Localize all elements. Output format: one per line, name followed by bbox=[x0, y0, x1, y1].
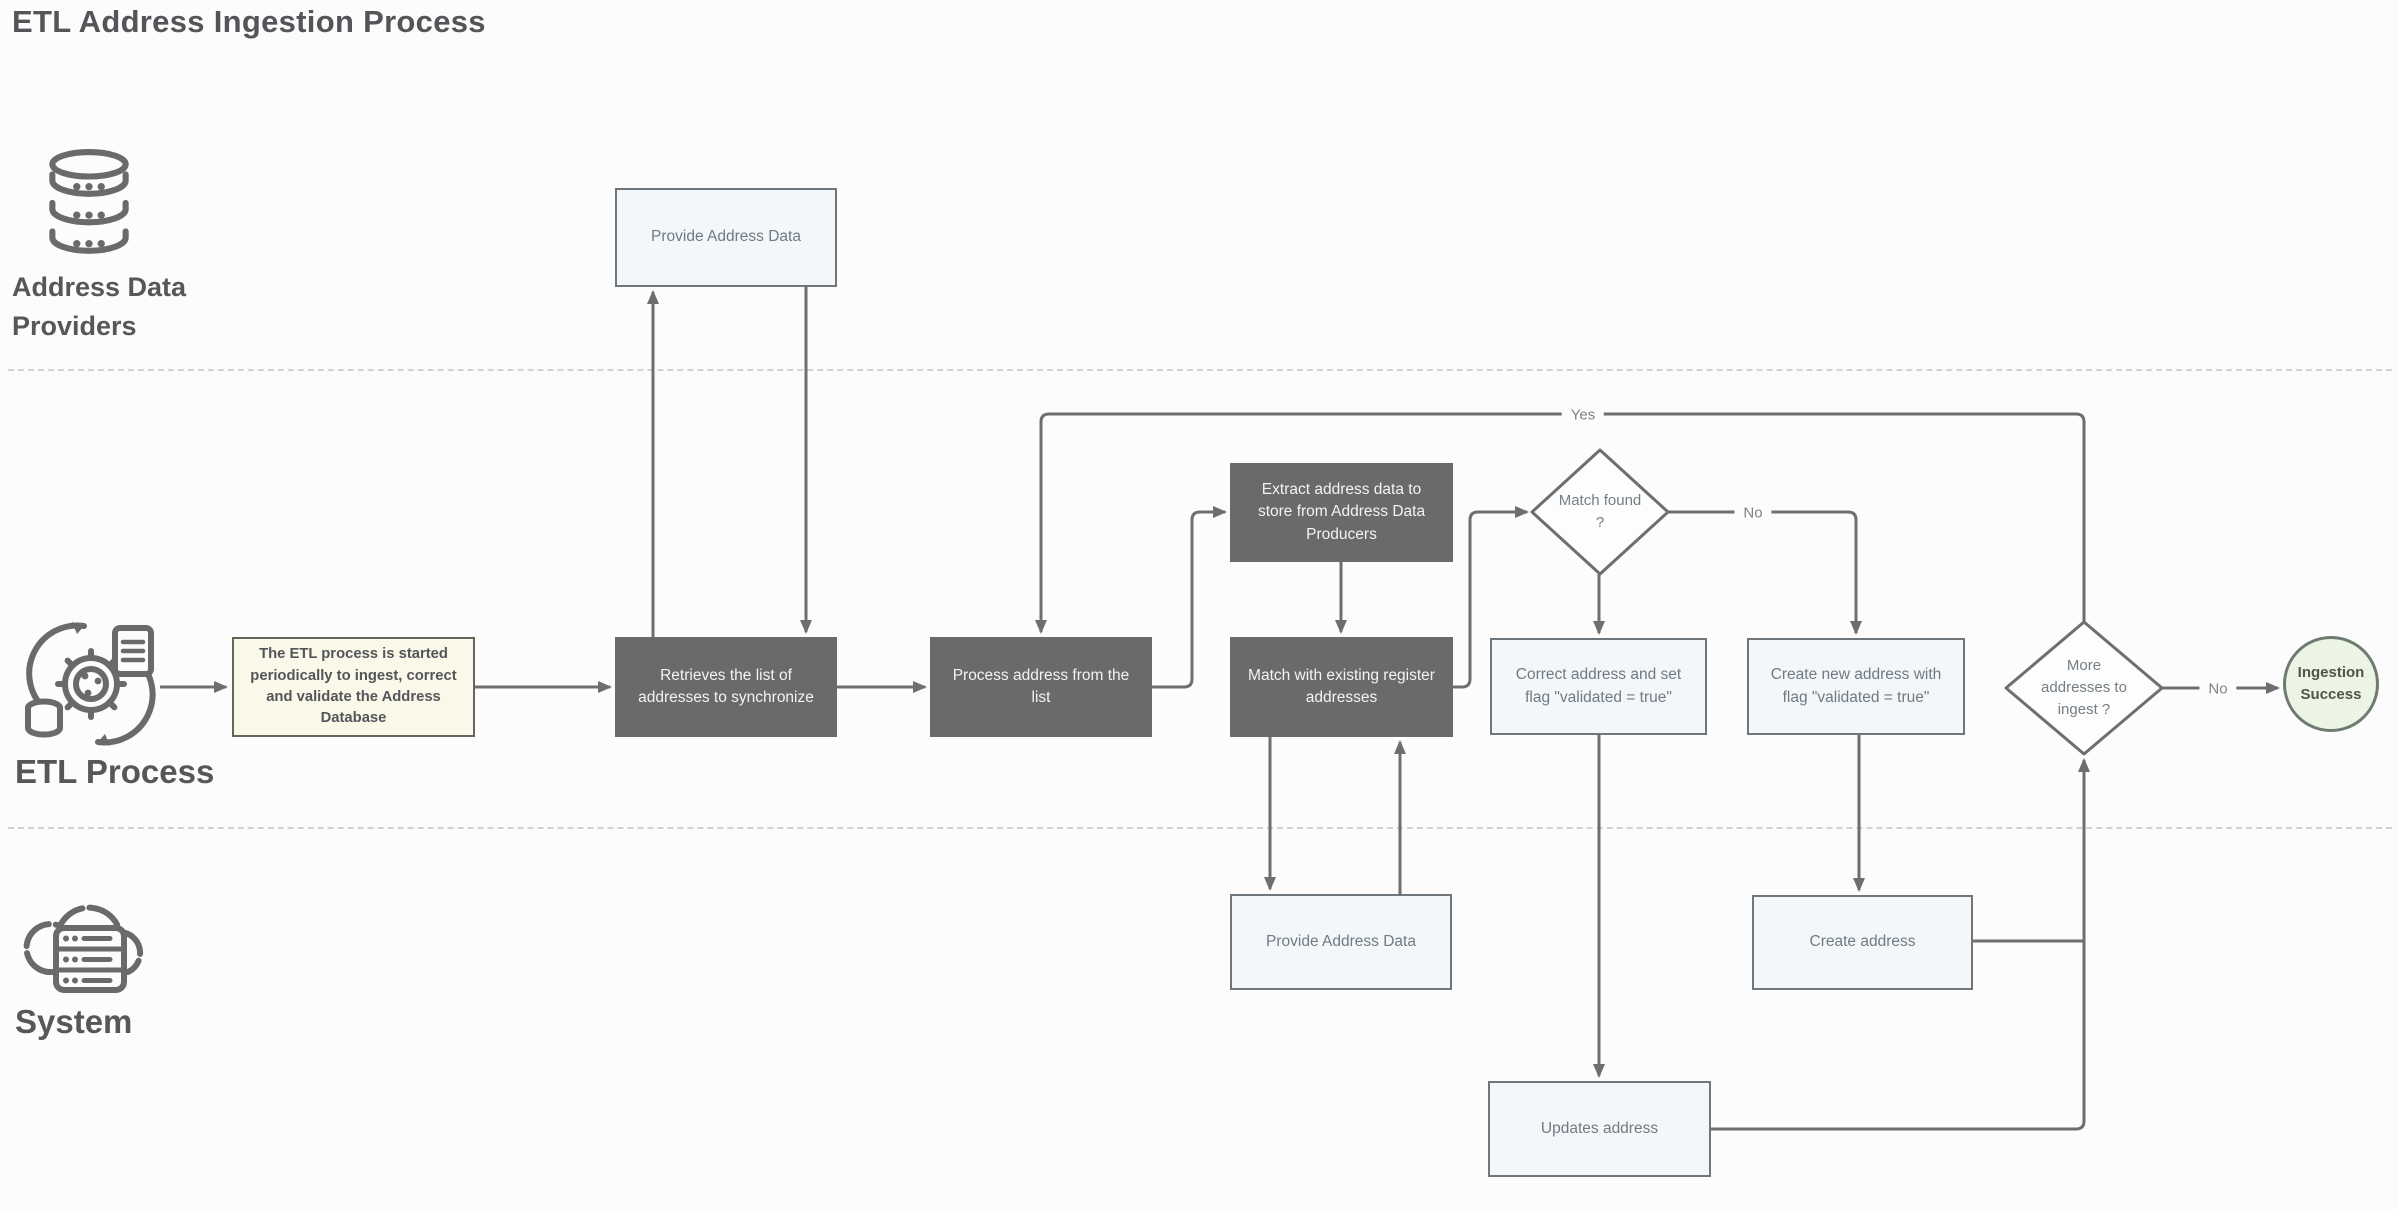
etl-process-icon bbox=[25, 622, 156, 746]
lane-label-system: System bbox=[15, 1003, 133, 1040]
edge-label-yes: Yes bbox=[1561, 406, 1605, 424]
task-create-address: Create address bbox=[1752, 895, 1973, 990]
task-extract-address-data: Extract address data to store from Addre… bbox=[1230, 463, 1453, 562]
task-updates-address: Updates address bbox=[1488, 1081, 1711, 1177]
note-etl-start: The ETL process is started periodically … bbox=[232, 637, 475, 737]
edge-label-no-more: No bbox=[2199, 680, 2237, 698]
decision-more-addresses-label: More addresses to ingest ? bbox=[2041, 657, 2127, 718]
page-title: ETL Address Ingestion Process bbox=[12, 4, 486, 39]
decision-match-found-shape bbox=[1530, 448, 1670, 576]
task-process-address: Process address from the list bbox=[930, 637, 1152, 737]
cloud-server-icon bbox=[23, 904, 144, 993]
decision-more-addresses-shape bbox=[2004, 620, 2164, 756]
lane-divider-1 bbox=[8, 369, 2392, 371]
task-match-existing: Match with existing register addresses bbox=[1230, 637, 1453, 737]
task-provide-address-data-bottom: Provide Address Data bbox=[1230, 894, 1452, 990]
decision-match-found-label: Match found ? bbox=[1558, 492, 1642, 531]
task-correct-address: Correct address and set flag "validated … bbox=[1490, 638, 1707, 735]
database-icon bbox=[49, 149, 129, 254]
lane-label-address-data-providers: Address Data Providers bbox=[12, 272, 187, 342]
lane-label-etl-process: ETL Process bbox=[15, 753, 215, 790]
lane-divider-2 bbox=[8, 827, 2392, 829]
task-retrieves-list: Retrieves the list of addresses to synch… bbox=[615, 637, 837, 737]
task-create-new-address: Create new address with flag "validated … bbox=[1747, 638, 1965, 735]
end-event-ingestion-success: Ingestion Success bbox=[2283, 636, 2379, 732]
edge-label-no-match: No bbox=[1734, 504, 1772, 522]
task-provide-address-data-top: Provide Address Data bbox=[615, 188, 837, 287]
